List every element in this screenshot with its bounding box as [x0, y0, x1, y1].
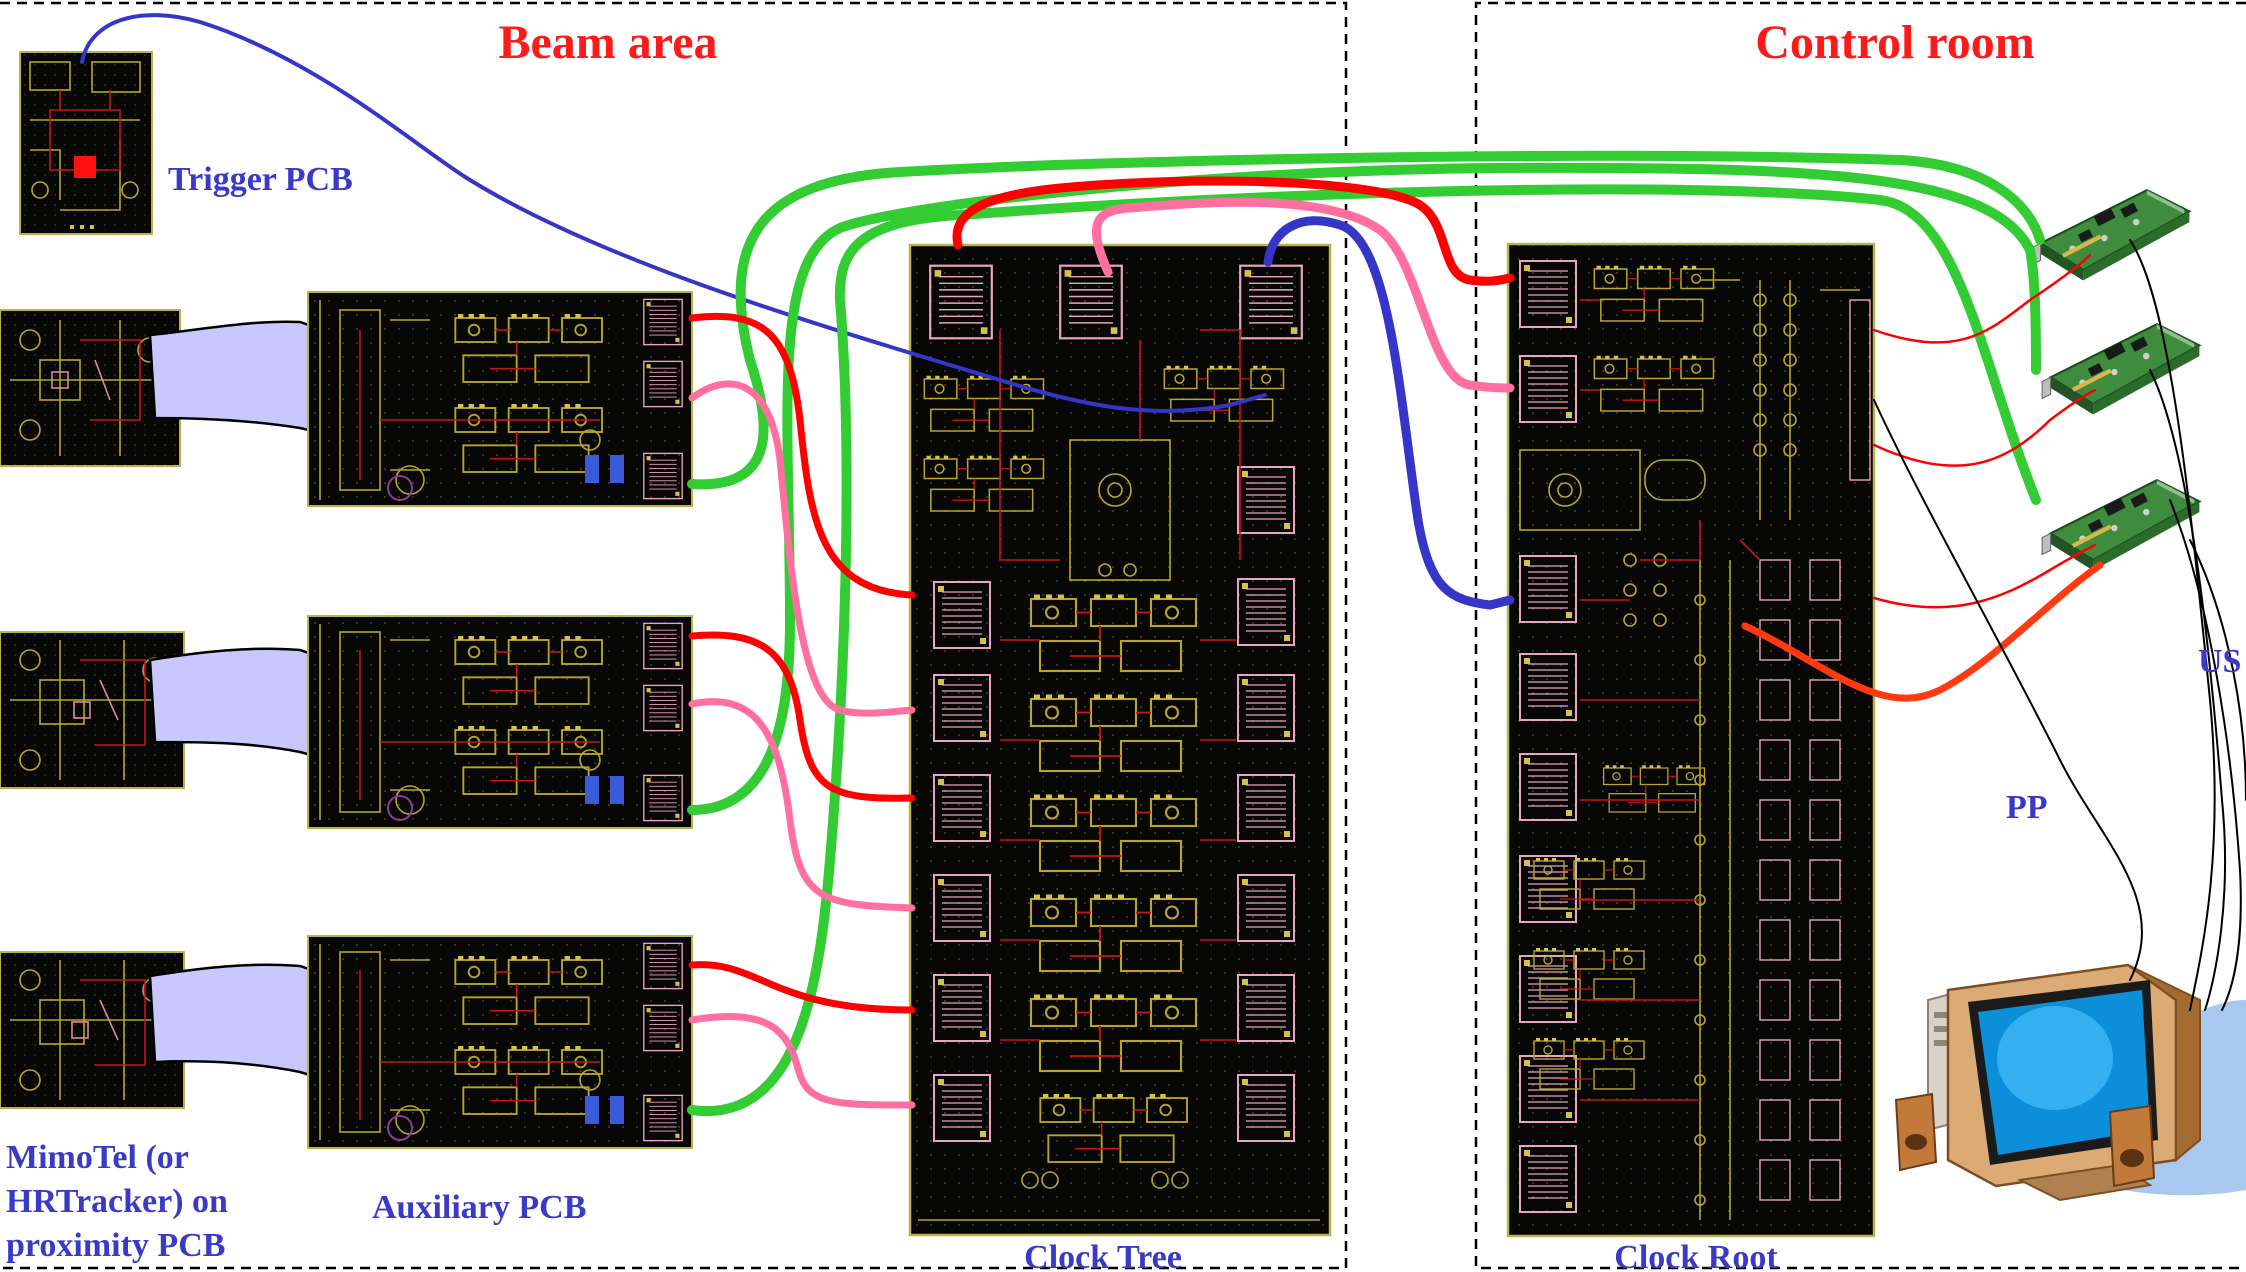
red-cable-row-3 [692, 965, 912, 1010]
mimotel-label-line-2: HRTracker) on [6, 1183, 228, 1220]
control-room-title: Control room [1755, 16, 2035, 69]
auxiliary-pcb-icon [308, 616, 692, 828]
red-cable-row-2 [692, 635, 912, 798]
auxiliary-pcb-icon [308, 936, 692, 1148]
clock-tree-label: Clock Tree [1024, 1239, 1182, 1272]
mimotel-label-line-3: proximity PCB [6, 1227, 225, 1264]
detector-row-1 [0, 292, 692, 506]
detector-row-2 [0, 616, 692, 828]
daq-card-icon [2032, 190, 2189, 280]
detector-row-3 [0, 936, 692, 1148]
clock-root-board-icon [1508, 244, 1874, 1236]
daq-card-icon [2042, 480, 2199, 570]
computer-workstation-icon [1896, 965, 2246, 1200]
auxiliary-pcb-icon [308, 292, 692, 506]
auxiliary-pcb-label: Auxiliary PCB [372, 1189, 586, 1226]
pp-cable [1874, 400, 2142, 980]
trigger-pcb-icon [20, 52, 152, 234]
clock-tree-board-icon [910, 245, 1330, 1235]
usb-label: US [2198, 643, 2241, 680]
beam-area-title: Beam area [498, 16, 717, 69]
mimotel-label: MimoTel (or HRTracker) on proximity PCB [6, 1139, 236, 1264]
clock-root-label: Clock Root [1614, 1239, 1778, 1272]
usb-cable-2 [2150, 370, 2225, 1010]
mimotel-label-line-1: MimoTel (or [6, 1139, 189, 1176]
pp-label: PP [2006, 789, 2048, 826]
trigger-pcb-label: Trigger PCB [168, 161, 353, 198]
clock-root-daq-link-2 [1874, 390, 2095, 466]
red-cable-row-1 [692, 316, 912, 595]
